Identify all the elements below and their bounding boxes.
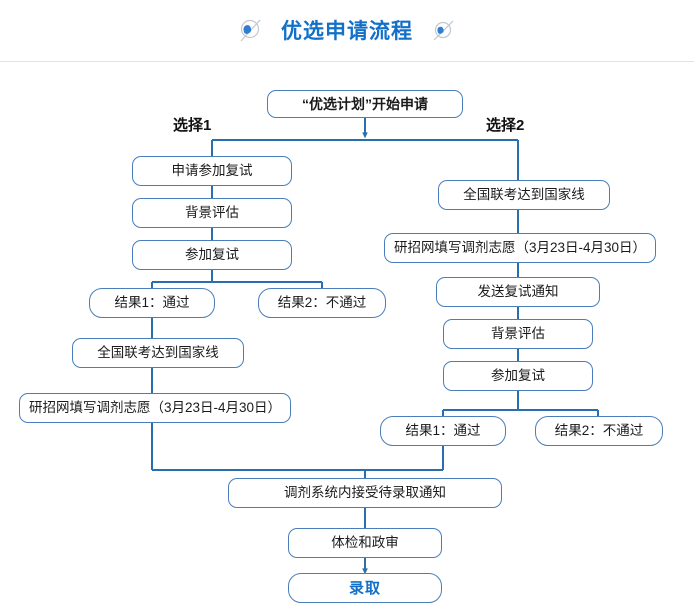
node-accept-admission-notice[interactable]: 调剂系统内接受待录取通知 [228, 478, 502, 508]
node-right-national-line[interactable]: 全国联考达到国家线 [438, 180, 610, 210]
node-right-send-retest-notice[interactable]: 发送复试通知 [436, 277, 600, 307]
node-left-attend-retest[interactable]: 参加复试 [132, 240, 292, 270]
branch-label-right: 选择2 [486, 117, 525, 134]
flourish-icon-left [237, 16, 265, 44]
node-left-adjust-application[interactable]: 研招网填写调剂志愿（3月23日-4月30日） [19, 393, 291, 423]
node-right-result-pass[interactable]: 结果1：通过 [380, 416, 506, 446]
node-right-adjust-application[interactable]: 研招网填写调剂志愿（3月23日-4月30日） [384, 233, 656, 263]
branch-label-left: 选择1 [173, 117, 212, 134]
node-medical-political-review[interactable]: 体检和政审 [288, 528, 442, 558]
flourish-icon-right [429, 16, 457, 44]
node-right-attend-retest[interactable]: 参加复试 [443, 361, 593, 391]
node-right-result-fail[interactable]: 结果2：不通过 [535, 416, 663, 446]
node-right-background-assessment[interactable]: 背景评估 [443, 319, 593, 349]
title-row: 优选申请流程 [0, 11, 694, 49]
node-left-national-line[interactable]: 全国联考达到国家线 [72, 338, 244, 368]
page-header: 优选申请流程 [0, 0, 694, 62]
node-left-background-assessment[interactable]: 背景评估 [132, 198, 292, 228]
node-admitted[interactable]: 录取 [288, 573, 442, 603]
node-left-result-pass[interactable]: 结果1：通过 [89, 288, 215, 318]
node-left-apply-retest[interactable]: 申请参加复试 [132, 156, 292, 186]
node-start[interactable]: “优选计划”开始申请 [267, 90, 463, 118]
page-title: 优选申请流程 [281, 20, 413, 43]
header-divider [0, 61, 694, 62]
node-left-result-fail[interactable]: 结果2：不通过 [258, 288, 386, 318]
